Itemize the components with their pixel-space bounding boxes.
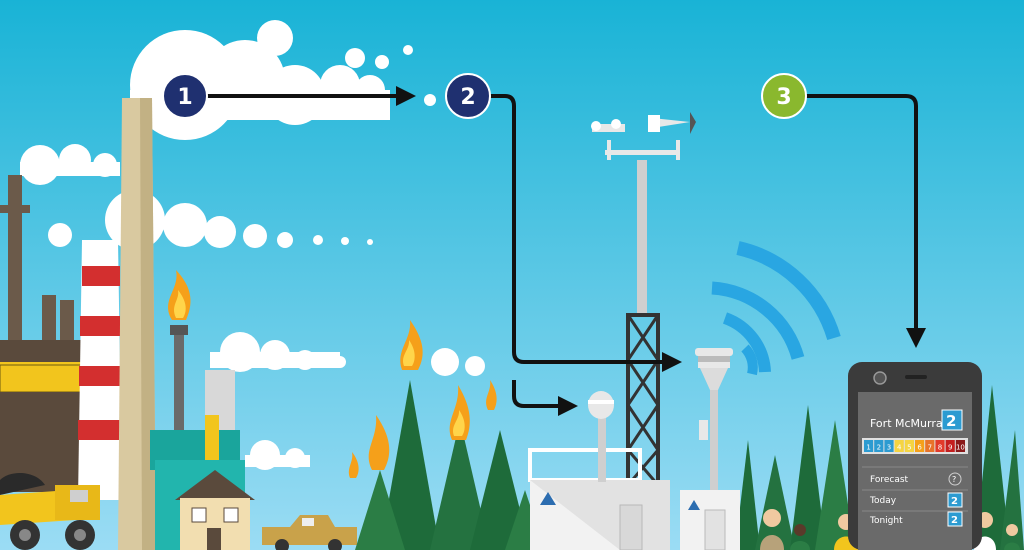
air-monitor-sensor bbox=[695, 348, 733, 490]
aqhi-scale-cell bbox=[874, 440, 884, 452]
aqhi-scale-cell bbox=[925, 440, 935, 452]
aqhi-scale-label: 6 bbox=[917, 444, 922, 452]
flow-arrows bbox=[205, 86, 926, 416]
house bbox=[175, 470, 255, 550]
wireless-signal-icon bbox=[711, 241, 841, 376]
step-badge-3: 3 bbox=[761, 73, 807, 119]
aqhi-scale-label: 9 bbox=[948, 444, 952, 452]
phone-row-badge-today bbox=[947, 492, 963, 508]
aqhi-scale-label: 1 bbox=[866, 444, 870, 452]
aqhi-scale-label: 7 bbox=[928, 444, 932, 452]
aqhi-scale-cell bbox=[915, 440, 925, 452]
weather-station-tower bbox=[591, 112, 696, 487]
step-badge-2: 2 bbox=[445, 73, 491, 119]
phone-row-value-today: 2 bbox=[951, 496, 958, 507]
flare-stack bbox=[168, 270, 191, 480]
monitoring-shelter bbox=[528, 391, 740, 550]
phone-row-value-tonight: 2 bbox=[951, 515, 958, 526]
aqhi-scale-cell bbox=[894, 440, 904, 452]
aqhi-scale-label: 3 bbox=[887, 444, 891, 452]
tall-smokestack bbox=[118, 98, 156, 550]
phone-row-label-tonight: Tonight bbox=[869, 516, 903, 526]
phone-current-index: 2 bbox=[946, 412, 956, 430]
aqhi-scale-cell bbox=[884, 440, 894, 452]
phone-row-value-forecast: ? bbox=[952, 475, 956, 484]
wildfire-flames bbox=[348, 320, 497, 478]
step-label-1: 1 bbox=[177, 85, 192, 110]
aqhi-scale-label: 2 bbox=[877, 444, 881, 452]
aqhi-scale-cell bbox=[945, 440, 955, 452]
dump-truck bbox=[0, 473, 100, 550]
aqhi-scale-label: 8 bbox=[938, 444, 942, 452]
phone-row-badge-tonight bbox=[947, 511, 963, 527]
step-label-2: 2 bbox=[460, 85, 475, 110]
aqhi-scale-cell bbox=[904, 440, 914, 452]
arrow-step3-to-phone bbox=[806, 94, 926, 348]
step-label-3: 3 bbox=[776, 85, 791, 110]
pickup-truck bbox=[262, 515, 357, 550]
phone-row-label-today: Today bbox=[869, 496, 897, 506]
aqhi-scale-label: 10 bbox=[956, 444, 965, 452]
striped-smokestack bbox=[78, 240, 122, 500]
aqhi-scale-label: 5 bbox=[907, 444, 911, 452]
phone-row-label-forecast: Forecast bbox=[870, 475, 909, 485]
aqhi-scale-cell bbox=[955, 440, 965, 452]
phone-current-index-badge bbox=[941, 409, 963, 431]
step-badge-1: 1 bbox=[162, 73, 208, 119]
aqhi-scale-cell bbox=[864, 440, 874, 452]
arrow-step2-to-sampler bbox=[512, 380, 578, 416]
arrow-step2-to-sensor bbox=[490, 94, 682, 372]
aqhi-scale-label: 4 bbox=[897, 444, 902, 452]
aqhi-scale-cell bbox=[935, 440, 945, 452]
phone-location: Fort McMurray bbox=[870, 417, 950, 430]
